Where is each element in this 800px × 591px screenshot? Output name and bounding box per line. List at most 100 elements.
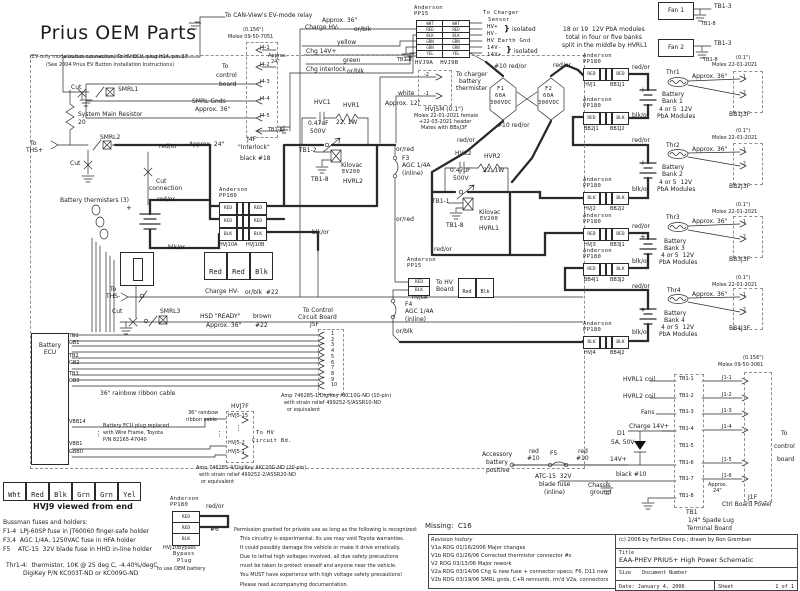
schematic-label: To xyxy=(781,430,788,437)
schematic-label: white xyxy=(398,90,415,97)
schematic-label: blk/or xyxy=(632,112,650,119)
schematic-label: BB3J3F xyxy=(729,256,751,263)
schematic-label: 36" rainbow ribbon cable xyxy=(100,390,176,397)
schematic-label: 20 xyxy=(78,119,86,126)
schematic-label: 60A xyxy=(495,93,506,99)
pp180-key xyxy=(600,336,606,349)
schematic-label: or equivalent xyxy=(201,479,235,485)
schematic-label: Cut xyxy=(70,160,81,167)
schematic-label: #10 xyxy=(527,455,540,462)
pp180-name: HVJ4 xyxy=(584,350,596,356)
j1-pin-label: J1-3 xyxy=(722,408,732,414)
pp180-name: HVJ3 xyxy=(584,242,596,248)
schematic-label: Sensor xyxy=(488,17,510,23)
schematic-label: -2 xyxy=(741,90,746,96)
schematic-label: F5 xyxy=(550,450,558,457)
schematic-label: Circuit Board xyxy=(298,314,337,321)
schematic-label: BB4J3F xyxy=(729,325,751,332)
pp180-key xyxy=(600,112,606,125)
permission-line: Permission granted for private use as lo… xyxy=(234,527,418,533)
j1-pin-label: J1-6 xyxy=(722,473,732,479)
schematic-label: positive xyxy=(486,467,510,474)
hvj9-endview-cell: Grn xyxy=(72,482,95,501)
schematic-label: Amp 746285-4/DigiKey AKC20G-ND (20-pin) xyxy=(196,465,307,471)
schematic-label: Battery xyxy=(662,164,685,171)
schematic-label: + xyxy=(126,204,132,212)
schematic-label: 300VDC xyxy=(490,100,512,106)
j5f-pin-label: 2 xyxy=(331,336,335,343)
schematic-label: red/or xyxy=(632,223,650,230)
bb1j3f-connector-outline xyxy=(733,71,763,113)
pp180-key xyxy=(606,68,612,81)
schematic-label: red xyxy=(529,448,539,455)
schematic-label: ATC-15 32V xyxy=(535,473,572,480)
pp180-key xyxy=(606,336,612,349)
schematic-label: blk/or xyxy=(312,229,330,236)
pp180-cell: RED xyxy=(583,68,600,81)
schematic-label: TB1-1 xyxy=(432,198,450,205)
pp180-label: PP180 xyxy=(219,193,238,199)
schematic-label: 24" xyxy=(713,488,722,494)
permission-line: Due to lethal high voltages involved, al… xyxy=(240,554,399,561)
schematic-label: Bank 4 xyxy=(664,317,685,324)
schematic-label: Molex 22-01-2021 xyxy=(712,209,758,215)
schematic-label: -1 xyxy=(741,292,746,298)
schematic-label: black #10 xyxy=(616,471,647,478)
schematic-label: Mates with BBxJ3F xyxy=(421,125,468,131)
schematic-label: red/or xyxy=(553,62,571,69)
hvj9-endview-cell: Wht xyxy=(3,482,26,501)
schematic-label: red/or xyxy=(434,246,452,253)
schematic-label: 4 or 5 12V xyxy=(661,324,695,331)
schematic-label: GB1 xyxy=(69,340,80,346)
hvj6a-endview-cell: Blk xyxy=(476,278,494,298)
schematic-label: TB1-3 xyxy=(714,40,732,47)
pp15-label: Anderson xyxy=(414,5,443,11)
pp15-label: Anderson xyxy=(407,257,436,263)
schematic-label: (0.1") xyxy=(736,55,751,61)
sheet-label: Sheet xyxy=(718,584,734,590)
tb1-board-outline xyxy=(674,374,704,508)
schematic-label: Fans xyxy=(641,409,655,416)
battery-ecu-box: Battery ECU xyxy=(31,333,69,465)
j4-pin-label: J4-2 xyxy=(260,62,270,68)
schematic-label: Approx. 36" xyxy=(692,218,728,225)
schematic-label: Bank 3 xyxy=(664,245,685,252)
j4-pin-label: J4-5 xyxy=(260,113,270,119)
schematic-label: (inline) xyxy=(544,489,565,496)
schematic-label: Approx. 36" xyxy=(692,291,728,298)
schematic-label: F5 ATC-15 32V blade fuse in HHD in-line … xyxy=(3,546,152,553)
j1-pin-label: J1-1 xyxy=(722,375,732,381)
schematic-label: red xyxy=(578,448,588,455)
schematic-label: J5F xyxy=(310,321,320,328)
hvj9-endview-cell: Red xyxy=(26,482,49,501)
schematic-label: ⋮ xyxy=(235,424,242,432)
hvj10-key xyxy=(237,202,243,215)
schematic-label: or equivalent xyxy=(287,407,321,413)
hvj10-key xyxy=(243,215,249,228)
schematic-label: Molex 22-01-2021 xyxy=(712,135,758,141)
schematic-label: Molex 09-50-3061 xyxy=(718,362,764,368)
schematic-label: -1 xyxy=(741,74,746,80)
revision-history: Revision history V1a RDG 01/16/2006 Majo… xyxy=(428,534,621,589)
hvj10-cell: RED xyxy=(249,202,267,215)
j1-pin-label: J1-2 xyxy=(722,392,732,398)
hvj9-endview-cell: Blk xyxy=(49,482,72,501)
schematic-label: #10 xyxy=(576,455,589,462)
pp15-label: PP15 xyxy=(407,263,422,269)
tb1-cell-label: TB1-3 xyxy=(679,409,694,416)
doc-number-label: Document Number xyxy=(642,570,688,576)
j4-connector-outline xyxy=(246,42,278,138)
schematic-label: THS- xyxy=(106,293,121,300)
schematic-label: isolated xyxy=(514,48,538,55)
schematic-label: TB1-2 xyxy=(299,147,317,154)
schematic-label: Molex 09-50-7051 xyxy=(228,34,274,40)
schematic-label: HVJ9A HVJ9B xyxy=(415,60,459,66)
revision-header: Revision history xyxy=(431,537,473,543)
schematic-label: (0.1") xyxy=(736,128,751,134)
schematic-label: To Charger xyxy=(483,10,520,16)
schematic-label: 14V- xyxy=(487,45,502,51)
schematic-label: Charge HV- xyxy=(205,288,239,295)
schematic-label: HVJ5-1 xyxy=(228,449,245,455)
schematic-label: 22, 1W xyxy=(483,167,505,174)
title-block: (c) 2006 by ForSites Corp.; drawn by Ron… xyxy=(615,534,798,591)
